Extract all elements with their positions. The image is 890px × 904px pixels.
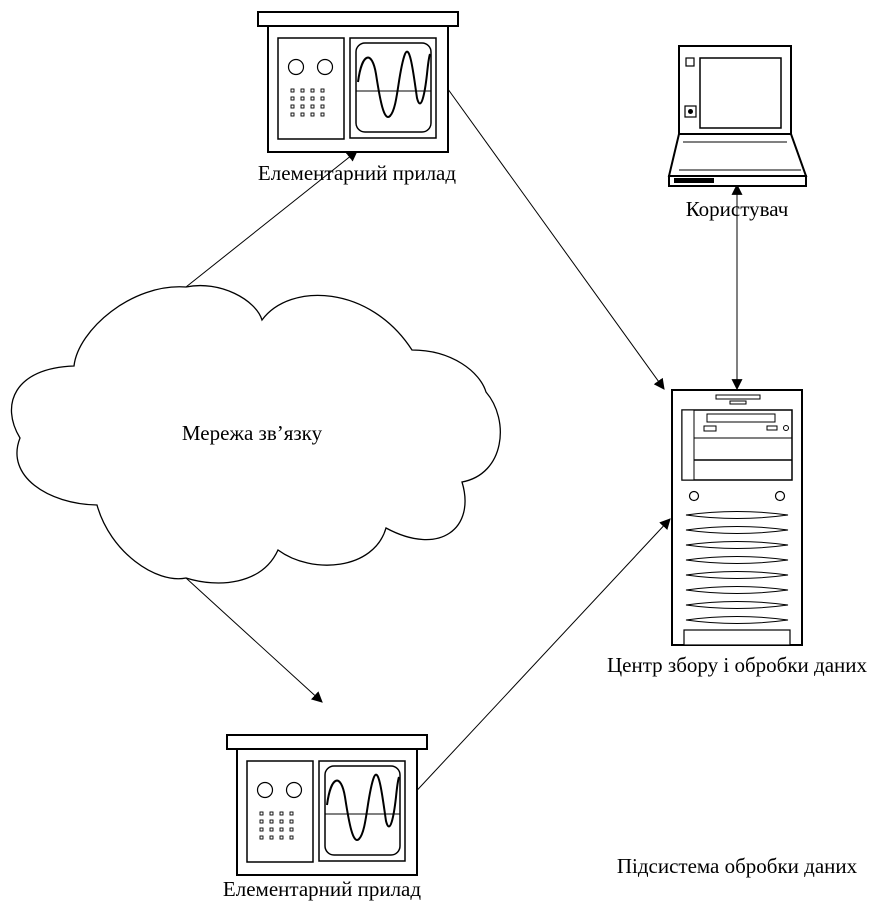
network-cloud: Мережа зв’язку	[10, 285, 501, 584]
network-label: Мережа зв’язку	[182, 421, 323, 445]
link-top-device-to-server	[444, 84, 665, 390]
user-laptop: Користувач	[667, 45, 808, 221]
device-bottom-label: Елементарний прилад	[223, 877, 421, 901]
user-label: Користувач	[686, 197, 789, 221]
connection-lines	[185, 84, 743, 801]
instrument-icon	[226, 734, 428, 876]
link-bottom-device-to-server	[407, 518, 671, 801]
subsystem-caption: Підсистема обробки даних	[617, 854, 858, 878]
device-bottom: Елементарний прилад	[223, 734, 428, 901]
device-top-label: Елементарний прилад	[258, 161, 456, 185]
server: Центр збору і обробки даних	[607, 389, 867, 677]
server-icon	[671, 389, 803, 646]
instrument-icon	[257, 11, 459, 153]
device-top: Елементарний прилад	[257, 11, 459, 185]
laptop-icon	[667, 45, 808, 187]
link-network-to-bottom-device	[185, 577, 323, 703]
link-network-to-top-device	[185, 150, 358, 288]
server-label: Центр збору і обробки даних	[607, 653, 867, 677]
